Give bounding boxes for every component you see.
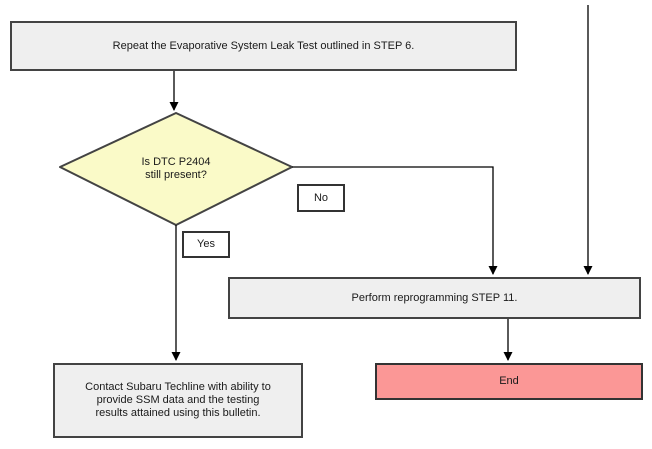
process-repeat-leak-test-label: Repeat the Evaporative System Leak Test … <box>112 39 415 52</box>
decision-dtc-present-line2: still present? <box>145 169 207 181</box>
terminator-end: End <box>375 363 643 400</box>
decision-dtc-present: Is DTC P2404 still present? <box>106 148 246 190</box>
branch-label-yes-text: Yes <box>197 238 215 250</box>
branch-label-no-text: No <box>313 191 329 204</box>
branch-label-yes: Yes <box>182 231 230 258</box>
process-contact-techline-label: Contact Subaru Techline with ability to … <box>85 381 271 420</box>
process-contact-techline-line1: Contact Subaru Techline with ability to <box>85 381 271 393</box>
process-contact-techline-line2: provide SSM data and the testing <box>96 394 260 406</box>
process-contact-techline-line3: results attained using this bulletin. <box>95 407 261 419</box>
process-perform-reprogramming: Perform reprogramming STEP 11. <box>228 277 641 319</box>
process-contact-techline: Contact Subaru Techline with ability to … <box>53 363 303 438</box>
process-repeat-leak-test: Repeat the Evaporative System Leak Test … <box>10 21 517 71</box>
process-perform-reprogramming-label: Perform reprogramming STEP 11. <box>351 291 518 304</box>
branch-label-no: No <box>297 184 345 212</box>
arrow-no-to-reprogram <box>292 166 498 275</box>
decision-dtc-present-line1: Is DTC P2404 <box>141 156 211 168</box>
terminator-end-label: End <box>499 375 519 387</box>
